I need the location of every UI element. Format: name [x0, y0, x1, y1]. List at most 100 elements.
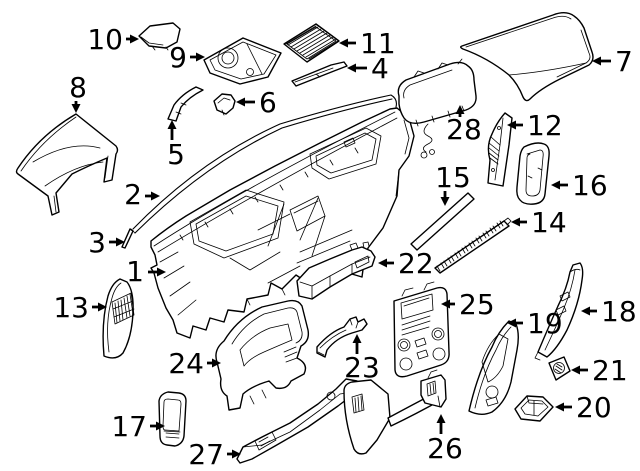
part-shape-19[interactable]: [468, 320, 519, 415]
callout-10[interactable]: 10: [87, 23, 139, 56]
callout-22[interactable]: 22: [378, 247, 434, 280]
arrow-left-icon: [339, 38, 356, 48]
callout-14[interactable]: 14: [511, 206, 567, 239]
part-shape-13[interactable]: [102, 278, 135, 359]
callout-17[interactable]: 17: [111, 410, 165, 443]
part-shape-6[interactable]: [213, 93, 236, 116]
callout-27[interactable]: 27: [188, 438, 241, 471]
arrow-right-icon: [148, 267, 166, 277]
callout-label-7: 7: [615, 45, 633, 78]
callout-label-4: 4: [371, 52, 389, 85]
part-shape-4[interactable]: [291, 61, 348, 87]
callout-7[interactable]: 7: [592, 45, 633, 78]
arrow-right-icon: [126, 34, 139, 44]
callout-label-28: 28: [446, 113, 482, 146]
part-shape-22[interactable]: [296, 241, 376, 300]
part-shape-10[interactable]: [138, 22, 181, 51]
callout-1[interactable]: 1: [126, 255, 166, 288]
callout-label-19: 19: [527, 307, 563, 340]
callout-label-22: 22: [398, 247, 434, 280]
callout-6[interactable]: 6: [236, 86, 277, 119]
callout-label-2: 2: [124, 178, 142, 211]
callout-26[interactable]: 26: [427, 414, 463, 465]
callout-3[interactable]: 3: [88, 226, 125, 259]
part-shape-16[interactable]: [516, 142, 550, 205]
callout-23[interactable]: 23: [344, 334, 380, 384]
part-shape-27[interactable]: [236, 378, 358, 464]
arrow-left-icon: [347, 63, 367, 73]
callout-16[interactable]: 16: [551, 169, 608, 202]
callout-28[interactable]: 28: [446, 105, 482, 146]
callout-9[interactable]: 9: [169, 41, 205, 74]
arrow-left-icon: [441, 299, 455, 309]
callout-24[interactable]: 24: [168, 347, 221, 380]
part-shape-1[interactable]: [150, 107, 415, 339]
callout-5[interactable]: 5: [167, 120, 185, 171]
part-shape-20[interactable]: [514, 395, 554, 422]
arrow-up-icon: [167, 120, 177, 140]
arrow-left-icon: [551, 180, 568, 190]
callout-label-20: 20: [576, 391, 612, 424]
callout-label-1: 1: [126, 255, 144, 288]
part-shape-15[interactable]: [410, 192, 475, 251]
arrow-up-icon: [352, 334, 362, 354]
callout-2[interactable]: 2: [124, 178, 160, 211]
callout-label-8: 8: [69, 71, 87, 104]
arrow-down-icon: [440, 191, 450, 206]
part-shape-26[interactable]: [343, 369, 447, 455]
callout-25[interactable]: 25: [441, 288, 495, 321]
callout-12[interactable]: 12: [507, 109, 563, 142]
arrow-right-icon: [109, 237, 125, 247]
arrow-left-icon: [581, 306, 597, 316]
callout-8[interactable]: 8: [69, 71, 87, 113]
arrow-left-icon: [511, 217, 527, 227]
callout-label-3: 3: [88, 226, 106, 259]
callout-label-24: 24: [168, 347, 204, 380]
arrow-left-icon: [378, 258, 394, 268]
part-shape-9[interactable]: [203, 37, 282, 85]
arrow-right-icon: [145, 191, 160, 201]
callout-label-18: 18: [601, 295, 637, 328]
part-shape-5[interactable]: [167, 86, 204, 122]
callout-20[interactable]: 20: [555, 391, 612, 424]
arrow-left-icon: [236, 97, 255, 107]
callout-label-26: 26: [427, 432, 463, 465]
callout-label-15: 15: [435, 161, 471, 194]
callout-label-23: 23: [344, 351, 380, 384]
arrow-left-icon: [507, 120, 523, 130]
part-shape-18[interactable]: [534, 262, 584, 361]
callout-19[interactable]: 19: [507, 307, 563, 340]
arrow-up-icon: [436, 414, 446, 434]
callout-label-16: 16: [572, 169, 608, 202]
arrow-right-icon: [207, 358, 221, 368]
arrow-down-icon: [71, 101, 81, 113]
part-shape-7[interactable]: [460, 12, 594, 102]
callout-label-12: 12: [527, 109, 563, 142]
callout-label-13: 13: [53, 291, 89, 324]
callout-4[interactable]: 4: [347, 52, 389, 85]
arrow-left-icon: [507, 318, 523, 328]
part-shape-14[interactable]: [434, 217, 512, 274]
part-shape-3[interactable]: [121, 228, 134, 249]
part-shape-23[interactable]: [316, 316, 368, 358]
arrow-right-icon: [92, 302, 107, 312]
part-shape-24[interactable]: [215, 299, 310, 411]
part-shape-21[interactable]: [548, 356, 571, 381]
callout-15[interactable]: 15: [435, 161, 471, 206]
arrow-left-icon: [555, 402, 572, 412]
part-shape-11[interactable]: [283, 23, 340, 63]
part-shape-17[interactable]: [158, 391, 187, 447]
part-shape-25[interactable]: [393, 281, 450, 378]
part-shape-28[interactable]: [397, 58, 477, 159]
callout-label-17: 17: [111, 410, 147, 443]
part-shape-8[interactable]: [15, 113, 119, 216]
callout-label-11: 11: [360, 27, 396, 60]
callout-21[interactable]: 21: [571, 354, 628, 387]
callout-13[interactable]: 13: [53, 291, 107, 324]
callout-11[interactable]: 11: [339, 27, 396, 60]
part-shape-12[interactable]: [487, 112, 513, 187]
callout-label-9: 9: [169, 41, 187, 74]
callout-18[interactable]: 18: [581, 295, 637, 328]
